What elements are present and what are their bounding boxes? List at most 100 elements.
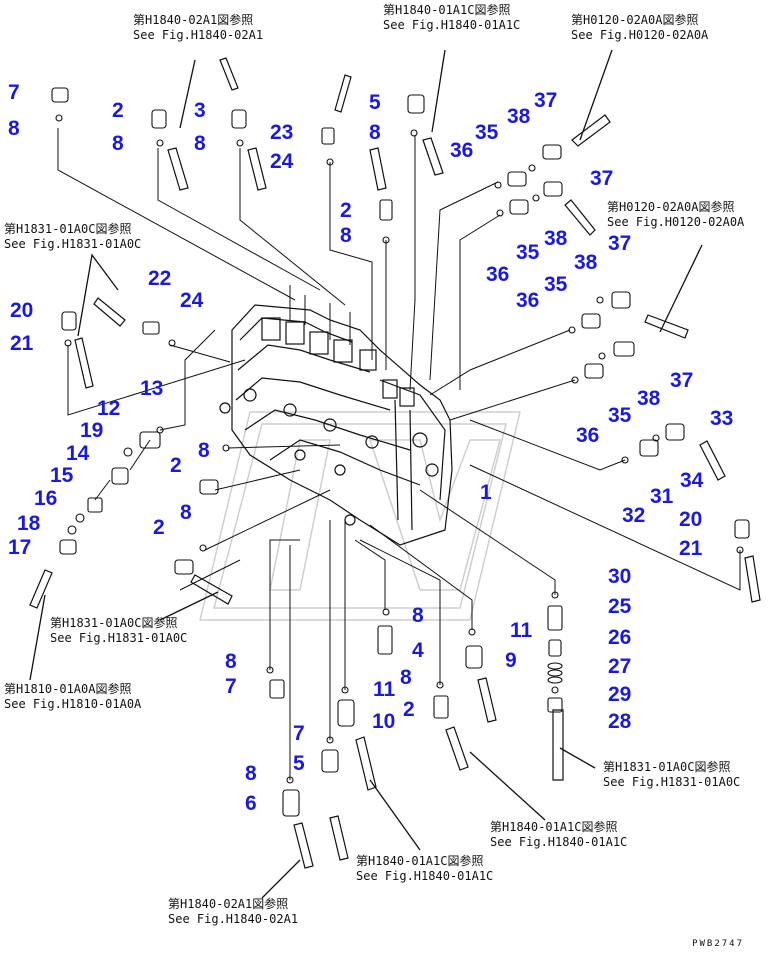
callout-number: 38 xyxy=(507,105,531,128)
callout-number: 13 xyxy=(140,377,164,400)
callout-number: 26 xyxy=(608,626,632,649)
reference-en: See Fig.H1810-01A0A xyxy=(4,697,142,711)
callout-number: 37 xyxy=(608,232,632,255)
callout-number: 8 xyxy=(400,666,412,689)
callout-number: 35 xyxy=(475,121,499,144)
callout-number: 30 xyxy=(608,565,632,588)
callout-number: 10 xyxy=(372,710,396,733)
callout-number: 35 xyxy=(544,273,568,296)
callout-number: 38 xyxy=(637,387,661,410)
callout-number: 21 xyxy=(679,537,703,560)
reference-en: See Fig.H1831-01A0C xyxy=(4,237,142,251)
callout-number: 22 xyxy=(148,267,172,290)
fittings xyxy=(51,87,750,817)
callout-number: 34 xyxy=(680,469,704,492)
reference-jp: 第H1810-01A0A図参照 xyxy=(4,682,132,696)
callout-number: 8 xyxy=(194,132,206,155)
callout-number: 29 xyxy=(608,683,632,706)
callout-number: 32 xyxy=(622,504,646,527)
callout-number: 8 xyxy=(369,121,381,144)
reference-jp: 第H1831-01A0C図参照 xyxy=(4,222,132,236)
callout-number: 8 xyxy=(412,604,424,627)
drawing-code: PWB2747 xyxy=(692,939,744,949)
callout-number: 9 xyxy=(505,649,517,672)
reference-en: See Fig.H1840-02A1 xyxy=(168,912,299,926)
callout-number: 17 xyxy=(8,536,32,559)
callout-number: 20 xyxy=(10,299,34,322)
callout-number: 8 xyxy=(8,117,20,140)
callout-number: 24 xyxy=(270,150,294,173)
callout-number: 21 xyxy=(10,332,34,355)
callout-number: 20 xyxy=(679,508,703,531)
callout-number: 36 xyxy=(486,263,510,286)
callout-number: 37 xyxy=(670,369,694,392)
reference-en: See Fig.H1831-01A0C xyxy=(50,631,188,645)
callout-number: 19 xyxy=(80,419,104,442)
callout-number: 35 xyxy=(516,241,540,264)
callout-number: 35 xyxy=(608,404,632,427)
reference-jp: 第H1840-01A1C図参照 xyxy=(383,3,511,17)
callout-number: 25 xyxy=(608,595,632,618)
callout-number: 24 xyxy=(180,289,204,312)
reference-en: See Fig.H0120-02A0A xyxy=(571,28,709,42)
callout-number: 15 xyxy=(50,464,74,487)
callout-number: 2 xyxy=(153,516,165,539)
callout-number: 7 xyxy=(293,722,305,745)
callout-number: 8 xyxy=(245,762,257,785)
reference-jp: 第H1840-02A1図参照 xyxy=(168,897,289,911)
callout-number: 6 xyxy=(245,792,257,815)
callout-number: 11 xyxy=(373,678,396,701)
reference-jp: 第H1840-01A1C図参照 xyxy=(490,820,618,834)
reference-jp: 第H1840-01A1C図参照 xyxy=(356,854,484,868)
callout-number: 11 xyxy=(510,619,533,642)
callout-number: 36 xyxy=(576,424,600,447)
callout-number: 8 xyxy=(340,224,352,247)
callout-number: 28 xyxy=(608,710,632,733)
reference-jp: 第H1831-01A0C図参照 xyxy=(603,760,731,774)
callout-number: 3 xyxy=(194,99,206,122)
callout-number: 16 xyxy=(34,487,58,510)
callout-number: 31 xyxy=(650,485,674,508)
callout-number: 14 xyxy=(66,442,90,465)
reference-jp: 第H0120-02A0A図参照 xyxy=(607,200,735,214)
callout-number: 2 xyxy=(112,99,124,122)
callout-number: 36 xyxy=(516,289,540,312)
callout-number: 2 xyxy=(340,199,352,222)
callout-number: 12 xyxy=(97,397,121,420)
callout-number: 27 xyxy=(608,655,632,678)
reference-en: See Fig.H1840-01A1C xyxy=(490,835,628,849)
callout-number: 38 xyxy=(544,227,568,250)
callout-number: 8 xyxy=(225,650,237,673)
watermark-logo xyxy=(199,411,521,621)
callout-number: 8 xyxy=(180,501,192,524)
callout-number: 2 xyxy=(170,454,182,477)
callout-number: 37 xyxy=(590,167,614,190)
callout-number: 7 xyxy=(225,675,237,698)
callout-number: 8 xyxy=(112,132,124,155)
control-valve-body xyxy=(219,304,453,546)
callout-number: 8 xyxy=(198,439,210,462)
reference-jp: 第H0120-02A0A図参照 xyxy=(571,13,699,27)
callout-number: 38 xyxy=(574,251,598,274)
reference-en: See Fig.H1840-01A1C xyxy=(383,18,521,32)
callout-number: 18 xyxy=(17,512,41,535)
reference-en: See Fig.H1840-01A1C xyxy=(356,869,494,883)
leader-lines xyxy=(29,49,741,899)
callout-number: 36 xyxy=(450,139,474,162)
callout-number: 1 xyxy=(480,481,492,504)
callout-number: 5 xyxy=(369,91,381,114)
callout-number: 5 xyxy=(293,752,305,775)
hoses xyxy=(29,57,761,869)
